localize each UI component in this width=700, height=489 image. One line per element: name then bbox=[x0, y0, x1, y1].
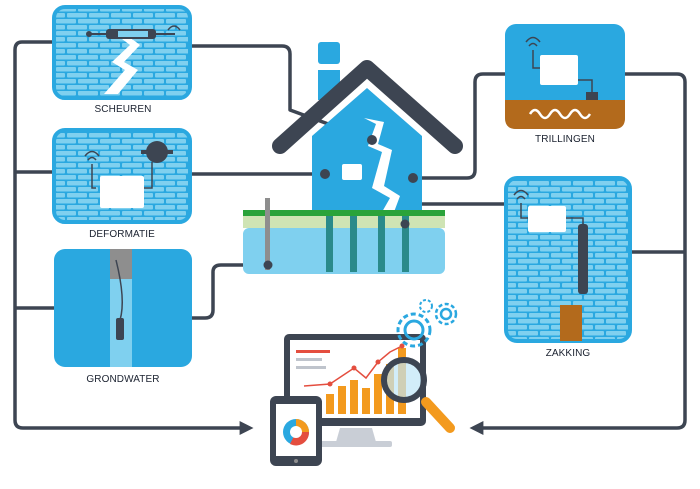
label-zakking: ZAKKING bbox=[545, 348, 591, 359]
magnifier-icon bbox=[381, 357, 455, 433]
dashboard bbox=[270, 299, 458, 466]
label-grondwater: GRONDWATER bbox=[86, 374, 160, 385]
roof bbox=[272, 60, 463, 154]
house-body bbox=[312, 88, 422, 212]
wifi-icon bbox=[84, 150, 100, 161]
wire-trillingen-house bbox=[413, 72, 505, 180]
vibration-wave bbox=[528, 108, 592, 120]
panel-deformatie bbox=[52, 128, 192, 224]
label-trillingen: TRILLINGEN bbox=[535, 134, 595, 145]
gear-icon-small bbox=[434, 302, 458, 326]
wire-left-main bbox=[13, 40, 254, 435]
panel-scheuren bbox=[52, 5, 192, 100]
gear-icon bbox=[396, 312, 432, 348]
panel-trillingen bbox=[505, 24, 625, 129]
wifi-icon-2 bbox=[525, 36, 541, 47]
wire-grondwater-pile bbox=[192, 263, 268, 320]
crack-icon bbox=[104, 36, 140, 94]
window bbox=[342, 164, 362, 180]
label-scheuren: SCHEUREN bbox=[94, 104, 152, 115]
piezometer bbox=[265, 198, 270, 270]
data-logger bbox=[100, 176, 144, 208]
ground bbox=[243, 198, 445, 274]
pie-chart-icon bbox=[283, 419, 310, 446]
house bbox=[272, 42, 463, 212]
chimney-top bbox=[318, 42, 340, 64]
label-deformatie: DEFORMATIE bbox=[89, 229, 155, 240]
settlement-sensor bbox=[578, 224, 588, 294]
water-level-sensor bbox=[116, 318, 124, 340]
panel-zakking bbox=[504, 176, 632, 343]
connection-wires bbox=[13, 40, 687, 435]
vibration-sensor bbox=[586, 92, 598, 100]
panel-grondwater bbox=[54, 249, 192, 367]
tablet-icon bbox=[270, 396, 322, 466]
wire-scheuren-house bbox=[190, 44, 373, 142]
